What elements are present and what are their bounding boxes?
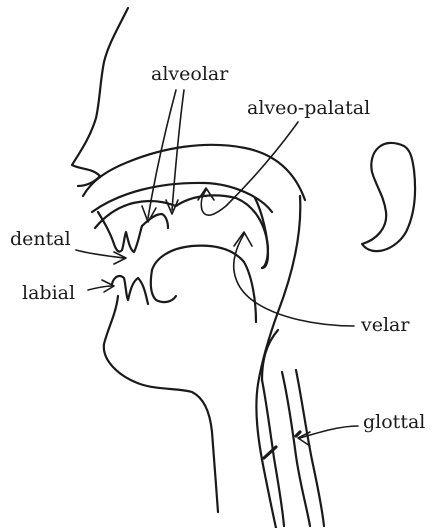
label-labial: labial xyxy=(22,284,75,303)
face-profile-upper xyxy=(72,8,128,186)
alveolar-arrow-2 xyxy=(172,90,184,210)
velum xyxy=(255,198,268,268)
chin-jaw xyxy=(104,296,218,512)
tongue-front xyxy=(151,270,176,302)
velar-arrowhead xyxy=(234,232,252,246)
label-velar: velar xyxy=(361,316,409,335)
alveo-palatal-arrow xyxy=(201,122,298,215)
trachea-right xyxy=(296,370,324,526)
label-glottal: glottal xyxy=(363,413,425,432)
nasal-cavity-outline xyxy=(83,145,305,200)
trachea-left xyxy=(282,372,310,526)
larynx-front xyxy=(262,380,284,526)
label-alveo-palatal: alveo-palatal xyxy=(247,99,370,118)
label-dental: dental xyxy=(10,230,71,249)
glottis-mark-right xyxy=(296,432,300,436)
ear xyxy=(362,143,415,251)
label-alveolar: alveolar xyxy=(151,65,228,84)
tongue xyxy=(152,246,256,322)
